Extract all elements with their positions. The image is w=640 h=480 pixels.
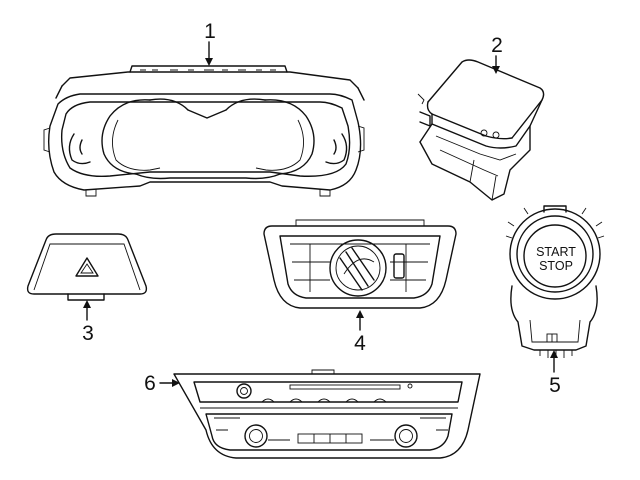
right-climate-knob bbox=[394, 424, 418, 448]
callout-1: 1 bbox=[204, 20, 216, 66]
volume-knob bbox=[236, 383, 252, 399]
fog-light-button bbox=[393, 253, 405, 279]
stop-label: STOP bbox=[539, 259, 573, 273]
callout-1-number: 1 bbox=[204, 20, 216, 43]
callout-3: 3 bbox=[82, 300, 94, 345]
callout-4-arrowhead bbox=[356, 310, 364, 318]
start-stop-switch: START STOP bbox=[505, 205, 605, 358]
callout-6: 6 bbox=[144, 372, 180, 395]
head-up-display bbox=[417, 59, 545, 201]
hazard-triangle-icon bbox=[75, 257, 99, 277]
start-stop-button bbox=[523, 224, 587, 288]
callout-3-arrowhead bbox=[83, 300, 91, 308]
callout-6-arrowhead bbox=[172, 379, 180, 387]
callout-2-number: 2 bbox=[491, 34, 503, 57]
instrument-cluster bbox=[43, 65, 365, 197]
light-switch-panel bbox=[263, 219, 457, 309]
callout-1-arrowhead bbox=[205, 58, 213, 66]
callout-2: 2 bbox=[491, 34, 503, 74]
hazard-switch bbox=[26, 233, 148, 301]
callout-4-number: 4 bbox=[354, 332, 366, 355]
radio-climate-panel bbox=[173, 369, 481, 459]
left-climate-knob bbox=[244, 424, 268, 448]
callout-4: 4 bbox=[354, 310, 366, 355]
callout-5-number: 5 bbox=[549, 374, 561, 397]
callout-2-arrowhead bbox=[492, 66, 500, 74]
callout-6-number: 6 bbox=[144, 372, 156, 395]
callout-3-number: 3 bbox=[82, 322, 94, 345]
hazard-triangle-inner-icon bbox=[80, 263, 94, 274]
start-label: START bbox=[536, 245, 576, 259]
callout-5: 5 bbox=[549, 350, 561, 397]
callout-5-arrowhead bbox=[550, 350, 558, 358]
light-rotary-knob bbox=[329, 239, 387, 297]
knob-grip-ridges bbox=[339, 247, 375, 291]
